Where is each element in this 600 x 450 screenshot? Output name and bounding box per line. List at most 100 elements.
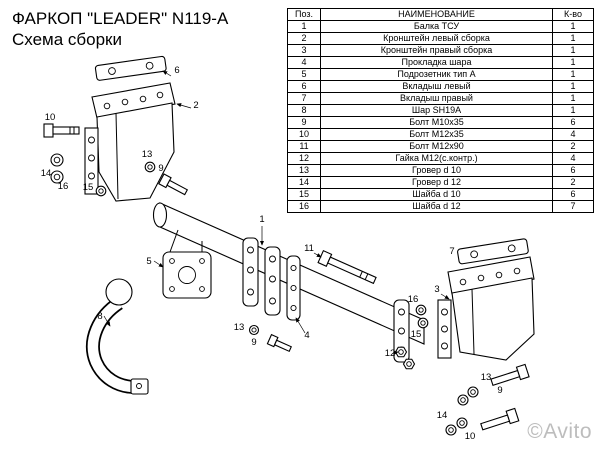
part-pos-cell: 9 [287,116,321,129]
callout-12: 12 [385,348,396,359]
callout-13: 13 [234,322,245,333]
callout-14: 14 [437,410,448,421]
title-block: ФАРКОП "LEADER" N119-A Схема сборки [12,8,228,51]
part-name-cell: Шар SH19A [320,104,553,117]
part-qty-cell: 1 [552,104,594,117]
bolt-m12x90 [317,249,377,285]
part-name-cell: Кронштейн левый сборка [320,32,553,45]
part-name-cell: Болт М12х35 [320,128,553,141]
callout-13: 13 [481,372,492,383]
part-qty-cell: 1 [552,68,594,81]
bolt-m10x35-right [490,363,530,387]
callout-16: 16 [408,294,419,305]
part-qty-cell: 1 [552,92,594,105]
part-pos-cell: 13 [287,164,321,177]
part-name-cell: Болт М12х90 [320,140,553,153]
callout-9: 9 [497,385,502,396]
left-bracket [84,55,176,202]
part-pos-cell: 8 [287,104,321,117]
callout-10: 10 [465,431,476,442]
page-title: ФАРКОП "LEADER" N119-A [12,9,229,28]
bolt-m10x35-left [158,173,189,196]
callout-14: 14 [41,168,52,179]
part-pos-cell: 12 [287,152,321,165]
left-insert-plate [94,55,167,81]
callout-1: 1 [259,214,264,225]
page-subtitle: Схема сборки [12,30,122,50]
socket-plate [162,229,212,299]
callout-5: 5 [146,256,151,267]
part-name-cell: Прокладка шара [320,56,553,69]
part-pos-cell: 2 [287,32,321,45]
callout-16: 16 [58,181,69,192]
washer-stack-left [50,153,156,197]
part-qty-cell: 1 [552,32,594,45]
part-qty-cell: 1 [552,56,594,69]
part-name-cell: Кронштейн правый сборка [320,44,553,57]
col-header-qty: К-во [552,8,594,21]
callout-11: 11 [304,243,314,254]
part-name-cell: Болт М10х35 [320,116,553,129]
col-header-name: НАИМЕНОВАНИЕ [320,8,553,21]
part-pos-cell: 15 [287,188,321,201]
part-qty-cell: 1 [552,80,594,93]
washer-stack-bottom-a [457,386,479,406]
part-qty-cell: 6 [552,164,594,177]
part-qty-cell: 6 [552,116,594,129]
col-header-pos: Поз. [287,8,321,21]
part-pos-cell: 14 [287,176,321,189]
leader-lines [103,70,450,355]
part-qty-cell: 1 [552,44,594,57]
part-pos-cell: 7 [287,92,321,105]
part-name-cell: Гровер d 10 [320,164,553,177]
part-qty-cell: 1 [552,20,594,33]
part-pos-cell: 4 [287,56,321,69]
bolt-m12x35-right [480,407,520,431]
callout-6: 6 [174,65,179,76]
bolt-m12x35-left [43,123,80,138]
tow-ball [85,278,149,395]
center-hardware [248,324,292,353]
part-name-cell: Гайка М12(с.контр.) [320,152,553,165]
part-name-cell: Вкладыш левый [320,80,553,93]
washer-stack-right [415,304,429,329]
right-insert-plate [457,238,529,265]
callout-9: 9 [158,163,163,174]
part-qty-cell: 2 [552,140,594,153]
part-pos-cell: 10 [287,128,321,141]
part-pos-cell: 5 [287,68,321,81]
callout-13: 13 [142,149,153,160]
part-qty-cell: 7 [552,200,594,213]
watermark: ©Avito [527,420,592,443]
callout-2: 2 [193,100,198,111]
callout-7: 7 [449,246,454,257]
part-name-cell: Подрозетник тип А [320,68,553,81]
part-qty-cell: 2 [552,176,594,189]
part-pos-cell: 3 [287,44,321,57]
washer-stack-bottom-b [445,417,468,436]
part-name-cell: Гровер d 12 [320,176,553,189]
callout-4: 4 [304,330,309,341]
callout-3: 3 [434,284,439,295]
part-name-cell: Балка ТСУ [320,20,553,33]
part-pos-cell: 16 [287,200,321,213]
